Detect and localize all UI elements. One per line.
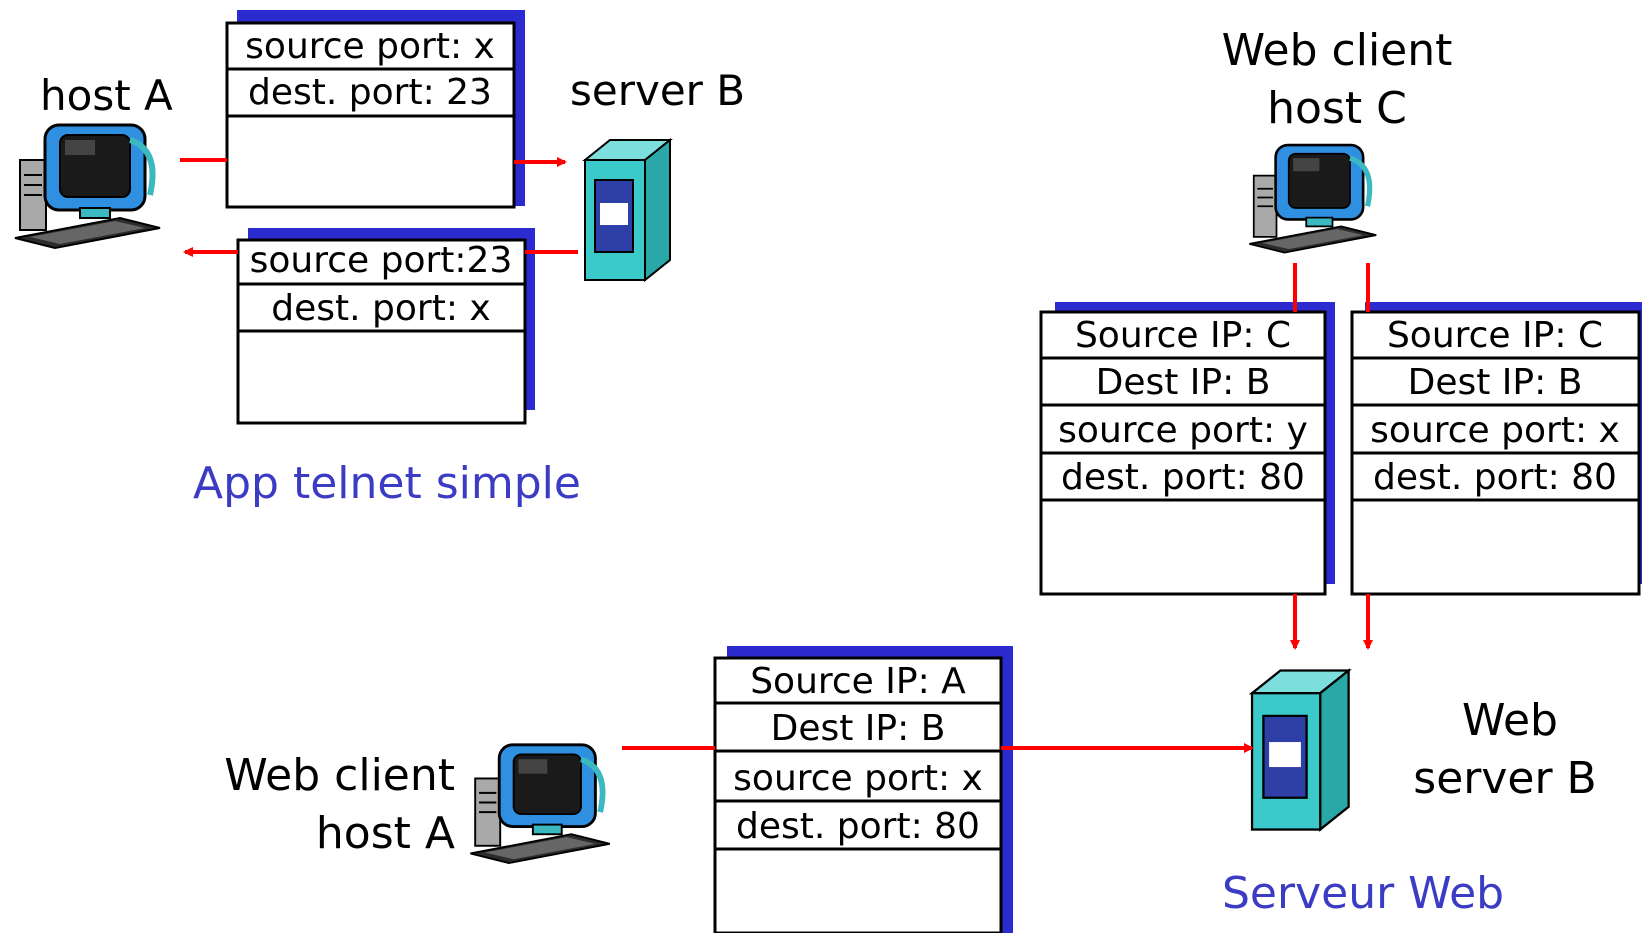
web-client-c-label-1: Web client (1222, 25, 1453, 76)
c-right-dest-ip: Dest IP: B (1408, 362, 1583, 403)
web-server-label-2: server B (1413, 753, 1596, 804)
c-left-dest-port: dest. port: 80 (1061, 457, 1305, 498)
telnet-out-source-port: source port: x (245, 26, 495, 67)
c-right-source-port: source port: x (1370, 410, 1620, 451)
c-left-source-port: source port: y (1058, 410, 1308, 451)
telnet-caption: App telnet simple (193, 458, 581, 509)
a-dest-port: dest. port: 80 (736, 806, 980, 847)
web-a-packet: Source IP: A Dest IP: B source port: x d… (713, 646, 1013, 933)
web-client-a-label-1: Web client (224, 750, 455, 801)
web-client-a-label-2: host A (316, 808, 455, 859)
c-right-source-ip: Source IP: C (1387, 315, 1603, 356)
server-b-icon (584, 139, 671, 281)
telnet-back-dest-port: dest. port: x (271, 288, 490, 329)
web-server-label-1: Web (1462, 695, 1558, 746)
c-right-dest-port: dest. port: 80 (1373, 457, 1617, 498)
telnet-packet-return: source port:23 dest. port: x (236, 228, 535, 425)
a-source-ip: Source IP: A (750, 661, 966, 702)
host-a-web-computer-icon (470, 745, 609, 863)
a-source-port: source port: x (733, 758, 983, 799)
c-left-source-ip: Source IP: C (1075, 315, 1291, 356)
telnet-back-source-port: source port:23 (250, 240, 513, 281)
web-c-packet-right: Source IP: C Dest IP: B source port: x d… (1350, 302, 1642, 596)
c-left-dest-ip: Dest IP: B (1096, 362, 1271, 403)
web-server-b-icon (1250, 669, 1350, 831)
telnet-out-dest-port: dest. port: 23 (248, 72, 492, 113)
a-dest-ip: Dest IP: B (771, 708, 946, 749)
web-c-packet-left: Source IP: C Dest IP: B source port: y d… (1039, 302, 1335, 596)
web-client-c-label-2: host C (1267, 83, 1407, 134)
host-c-computer-icon (1249, 145, 1376, 253)
web-server-caption: Serveur Web (1222, 868, 1504, 919)
host-a-computer-icon (15, 125, 160, 248)
telnet-server-label: server B (570, 66, 745, 115)
telnet-packet-outgoing: source port: x dest. port: 23 (225, 10, 525, 209)
telnet-host-label: host A (40, 71, 173, 120)
